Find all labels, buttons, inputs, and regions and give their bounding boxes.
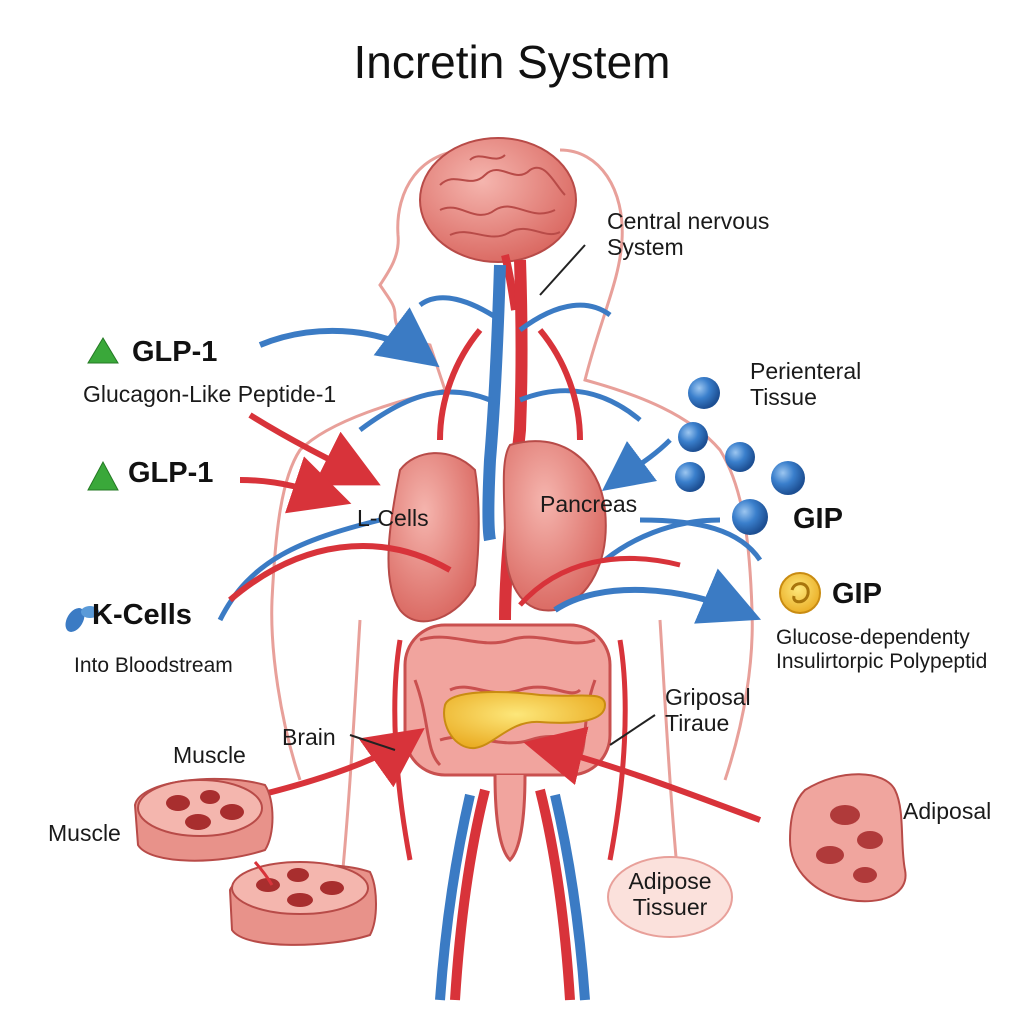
perienteral-line2: Tissue (750, 384, 817, 411)
adiposal-label: Adiposal (903, 798, 992, 824)
arrow-peri-to-pancreas (601, 438, 672, 491)
muscle-tissue-1 (133, 777, 274, 862)
griposal-line2: Tiraue (665, 710, 730, 737)
glp1-label-primary: GLP-1 (132, 336, 218, 368)
gip-marker-icon (779, 572, 821, 614)
leg-artery-right (535, 788, 575, 1001)
gip-label-secondary: GIP (832, 578, 882, 610)
kcells-icon (65, 606, 99, 632)
arrow-muscle (259, 728, 425, 798)
griposal-label: Griposal Tiraue (665, 684, 751, 737)
intestines-organ (403, 623, 612, 863)
cns-label: Central nervous System (607, 208, 769, 261)
arrow-glp1-to-lcells (239, 456, 352, 514)
glp1-label-secondary: GLP-1 (128, 457, 214, 489)
leader-cns (539, 244, 586, 296)
gip-spheres (675, 377, 805, 535)
glp1-description: Glucagon-Like Peptide-1 (83, 381, 337, 407)
brain-label: Brain (282, 724, 336, 750)
arrow-gip-sphere (603, 517, 721, 562)
l-cells-label: L-Cells (357, 505, 429, 531)
leg-artery-left (450, 788, 490, 1001)
liver-organ (387, 452, 480, 623)
leader-griposal (609, 714, 656, 746)
glp1-marker-icon (87, 337, 119, 364)
arrow-glp1-desc (248, 412, 381, 486)
adipose-tissue-badge (607, 856, 733, 938)
pancreas-label: Pancreas (540, 491, 638, 517)
gip-description: Glucose-dependenty Insulirtorpic Polypep… (776, 626, 987, 674)
adipose-line2: Tissuer (632, 894, 708, 921)
glp1-marker-icon (87, 460, 119, 491)
arrow-glp1-to-cns (258, 307, 440, 368)
muscle-label-secondary: Muscle (48, 820, 121, 846)
vessel-branches-upper-red (437, 328, 583, 441)
k-cells-label: K-Cells (92, 599, 192, 631)
vessel-branches-upper (358, 295, 642, 433)
pancreas-gland (443, 691, 607, 750)
griposal-line1: Griposal (665, 684, 751, 710)
gip-description-line1: Glucose-dependenty (776, 626, 970, 649)
leader-brain (349, 734, 396, 751)
gip-description-line2: Insulirtorpic Polypeptid (776, 650, 988, 674)
brain-organ (419, 137, 577, 311)
pancreas-lobe-organ (502, 440, 607, 612)
muscle-label-primary: Muscle (173, 742, 246, 768)
page-title: Incretin System (353, 36, 671, 88)
adiposal-tissue (788, 773, 907, 903)
leg-vein-left (435, 793, 475, 1001)
central-vein (482, 264, 506, 542)
leg-vein-right (550, 793, 590, 1001)
perienteral-tissue-label: Perienteral Tissue (750, 358, 861, 411)
arrow-adiposal (523, 726, 762, 823)
arrow-kcells (228, 543, 452, 603)
gip-label-primary: GIP (793, 503, 843, 535)
perienteral-line1: Perienteral (750, 358, 862, 384)
arrow-kcells-mid (518, 555, 681, 607)
muscle-tissue-2 (228, 861, 377, 946)
cns-label-line1: Central nervous (607, 208, 770, 234)
adipose-tissue-label: Adipose Tissuer (608, 868, 732, 921)
muscle-link (253, 861, 274, 886)
k-cells-description: Into Bloodstream (74, 654, 233, 677)
arrow-to-gip (553, 568, 762, 624)
adipose-line1: Adipose (628, 868, 712, 894)
cns-label-line2: System (607, 234, 684, 261)
